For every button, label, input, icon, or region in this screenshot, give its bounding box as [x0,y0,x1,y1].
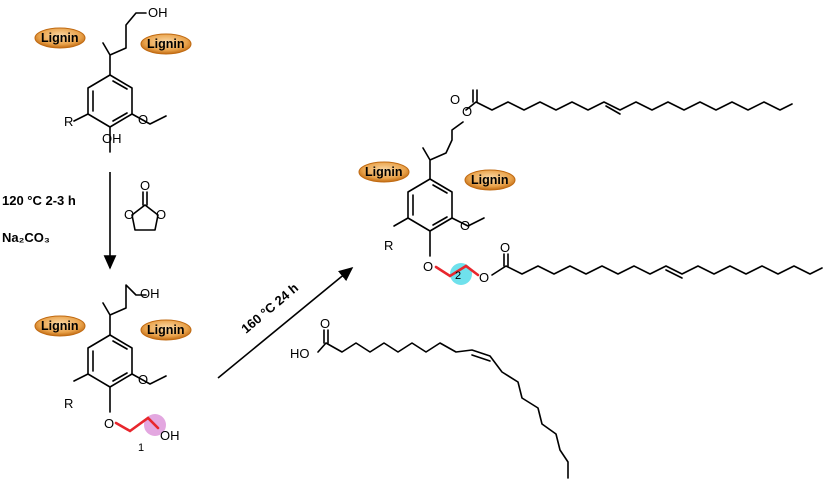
lignin-badge-1a [34,27,86,49]
marker-1-label: 1 [138,442,144,454]
bottom-ester-chain [491,265,823,276]
lignin-badge-2a [34,315,86,337]
bottom-ester-co-bond [503,253,509,267]
oh-terminal-label: OH [160,428,180,443]
side-chain-bonds-3 [422,121,464,180]
side-chain-bonds-1 [102,12,147,76]
red-ethylene-bonds-1 [114,416,160,433]
lignin-label-3b: Lignin [471,173,509,187]
carbonate-o-left: O [124,207,134,222]
r-label-3: R [384,238,393,253]
lignin-label-2b: Lignin [147,323,185,337]
step2-arrow-group: 160 °C 24 h [217,266,354,379]
step1-condition-temp: 120 °C 2-3 h [2,193,76,208]
oleic-acid: O HO [290,316,569,479]
ring-bonds-2 [87,334,133,413]
structure-lignin-monomer: OH R OH O Lignin Lignin [34,5,192,153]
ring-bonds-3 [407,178,453,257]
substituent-bonds-2 [73,373,167,385]
lignin-label-2a: Lignin [41,319,79,333]
lignin-label-3a: Lignin [365,165,403,179]
oleic-chain [317,342,569,479]
substituent-bonds-3 [393,217,485,227]
oleic-co-bond [323,329,329,344]
lignin-label-1b: Lignin [147,37,185,51]
o-ether-label-2: O [104,416,114,431]
oh-label-2: OH [140,286,160,301]
structure-hydroxyethyl-lignin: OH R O O OH 1 Lignin Lignin [34,284,192,454]
top-ester-co-bond [472,89,478,103]
top-ester-o-label: O [450,92,460,107]
step2-condition: 160 °C 24 h [238,280,301,336]
ring-double-bonds-1 [92,80,128,122]
oleic-o-label: O [320,316,330,331]
carbonate-o-right: O [156,207,166,222]
oleic-double-bond [471,354,491,362]
oh-label-1: OH [148,5,168,20]
lignin-badge-1b [140,33,192,55]
marker-2-highlight [450,263,472,285]
side-chain-bonds-2 [102,284,147,336]
step1-arrow-group: 120 °C 2-3 h Na₂CO₃ [2,172,117,270]
r-label-1: R [64,114,73,129]
red-ethylene-bonds-2 [434,264,480,278]
substituent-bonds-1 [73,113,167,125]
o-ether-label-3: O [423,259,433,274]
lignin-badge-2b [140,319,192,341]
step1-condition-base: Na₂CO₃ [2,230,50,245]
bottom-ester-double-bond [665,269,683,279]
ring-double-bonds-2 [92,340,128,382]
lignin-label-1a: Lignin [41,31,79,45]
carbonate-co-bond [142,191,148,206]
ring-bonds-1 [87,74,133,153]
lignin-badge-3b [464,169,516,191]
top-ester-double-bond [605,105,621,115]
o-ester-bottom-label: O [479,270,489,285]
o-ester-top-label: O [462,104,472,119]
carbonate-ring-bonds [131,204,159,231]
o-methoxy-label-1: O [138,112,148,127]
r-label-2: R [64,396,73,411]
ethylene-carbonate: O O O [124,178,166,231]
ring-double-bonds-3 [412,184,448,226]
step2-arrow [217,266,354,379]
oh-phenol-label-1: OH [102,131,122,146]
lignin-badge-3a [358,161,410,183]
carbonate-o-top: O [140,178,150,193]
o-methoxy-label-3: O [460,218,470,233]
o-methoxy-label-2: O [138,372,148,387]
top-ester-chain [465,101,793,111]
bottom-ester-o-label: O [500,240,510,255]
oleic-ho-label: HO [290,346,310,361]
structure-esterified-product: R O O O Lignin Lignin O 2 O O [358,89,823,285]
marker-2-label: 2 [455,270,461,282]
